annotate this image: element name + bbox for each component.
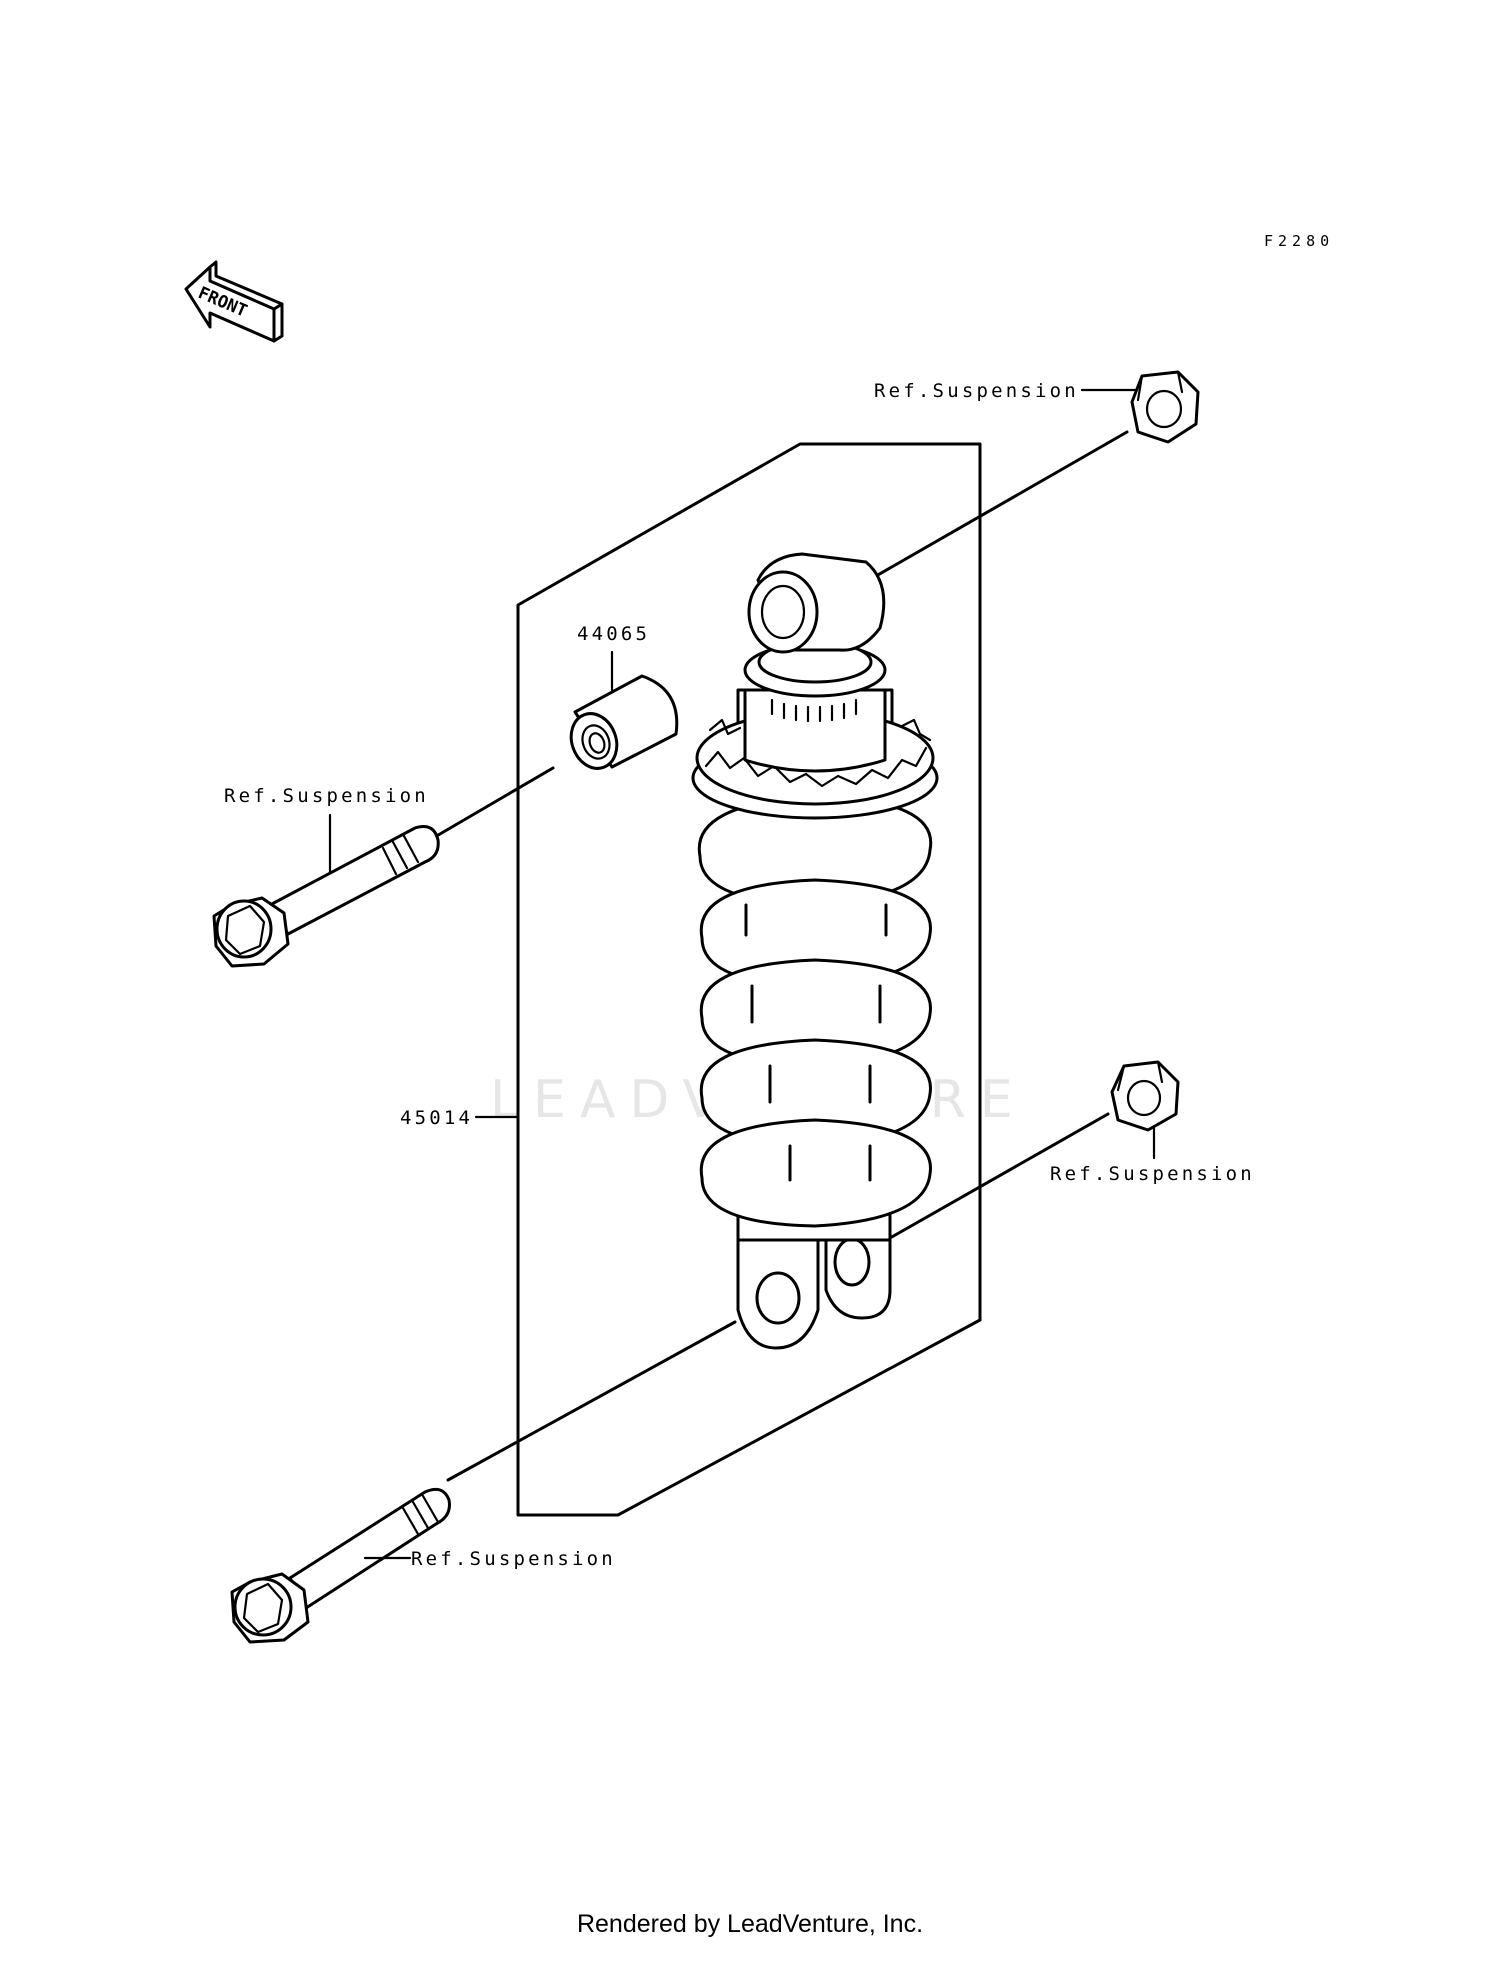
lower-nut: [1110, 1060, 1180, 1132]
top-nut-label: Ref.Suspension: [874, 380, 1079, 402]
top-nut-leader: [874, 430, 1129, 578]
top-bolt: [212, 825, 440, 968]
lower-bolt: [230, 1487, 451, 1644]
bushing-label: 44065: [577, 623, 650, 645]
top-nut: [1130, 370, 1200, 444]
shock-absorber: [691, 552, 939, 1350]
assembly-bracket: [516, 442, 982, 1517]
lower-nut-leader: [888, 1112, 1110, 1240]
figure-code: F2280: [1264, 232, 1334, 250]
lower-bolt-leader: [446, 1320, 737, 1482]
bushing-leader: [426, 766, 555, 843]
bushing: [569, 674, 679, 770]
footer-credit: Rendered by LeadVenture, Inc.: [577, 1910, 923, 1938]
lower-bolt-label: Ref.Suspension: [411, 1548, 616, 1570]
front-direction-arrow-icon: FRONT: [184, 260, 284, 343]
lower-nut-label: Ref.Suspension: [1050, 1163, 1255, 1185]
top-bolt-label: Ref.Suspension: [224, 785, 429, 807]
shock-label: 45014: [400, 1107, 473, 1129]
